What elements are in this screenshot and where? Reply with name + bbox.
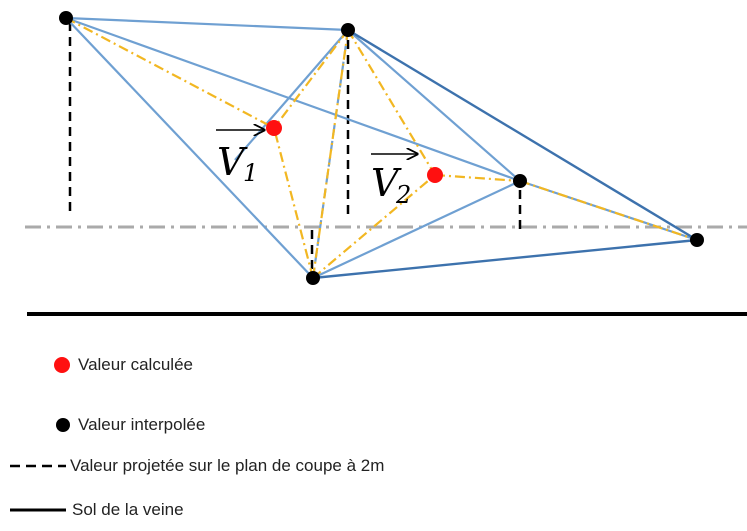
centroid-link [519,179,698,242]
vector-subscript: 2 [395,181,411,209]
edge [234,29,349,161]
black-dot-icon [56,418,70,432]
interpolated-point [690,233,704,247]
edge [347,28,698,242]
centroid-link [273,29,349,129]
centroid-link [311,29,350,279]
legend-calculated: Valeur calculée [52,355,193,375]
centroid-link [312,174,436,279]
vector-symbol: V [217,140,248,184]
calculated-point-v1 [266,120,282,136]
outer-edges [312,28,698,280]
triangle-edges [65,16,698,279]
centroid-link [347,29,436,176]
interpolated-points [59,11,704,285]
centroid-link [434,173,521,183]
legend-ground: Sol de la veine [10,500,184,520]
legend-calculated-label: Valeur calculée [78,355,193,374]
legend-interpolated: Valeur interpolée [54,415,205,435]
solid-line-icon [10,508,66,512]
centroid-link [65,17,275,129]
legend-ground-label: Sol de la veine [72,500,184,519]
edge [312,180,521,279]
vector-symbol: V [371,161,402,205]
edge [347,29,521,182]
vector-label-v2: V 2 [371,154,417,209]
interpolated-point [341,23,355,37]
legend-interpolated-label: Valeur interpolée [78,415,206,434]
edge [312,238,698,280]
dashed-line-icon [10,464,66,468]
edge [65,16,521,183]
edge [65,16,349,32]
edge [65,17,314,279]
legend-projected-label: Valeur projetée sur le plan de coupe à 2… [70,456,385,475]
red-dot-icon [54,357,70,373]
centroid-links [65,17,698,279]
projection-lines [68,22,522,272]
vector-subscript: 1 [243,159,258,187]
interpolated-point [306,271,320,285]
centroid-link [272,127,315,279]
interpolated-point [59,11,73,25]
vector-label-v1: V 1 [216,130,264,187]
interpolated-point [513,174,527,188]
calculated-point-v2 [427,167,443,183]
legend-projected: Valeur projetée sur le plan de coupe à 2… [10,456,384,476]
